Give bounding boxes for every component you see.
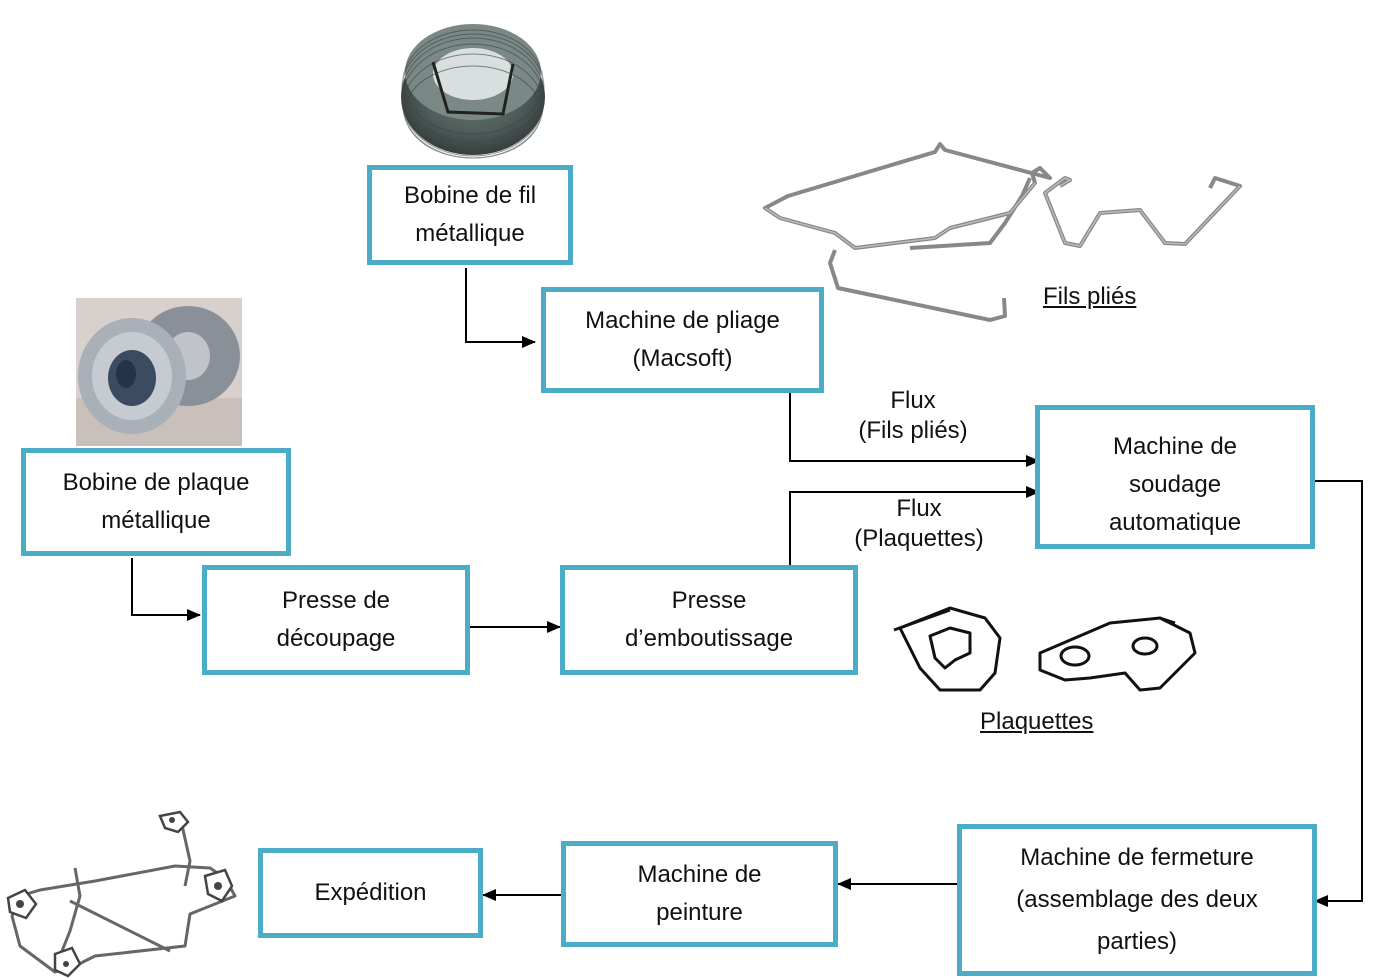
node-pliage: Machine de pliage (Macsoft) bbox=[541, 287, 824, 393]
node-fermeture: Machine de fermeture (assemblage des deux… bbox=[957, 824, 1317, 976]
flow-label-line: (Plaquettes) bbox=[854, 525, 984, 552]
node-text: Machine de bbox=[1112, 433, 1238, 460]
node-text: découpage bbox=[276, 625, 396, 652]
flow-label-line: Flux bbox=[890, 387, 936, 414]
node-text: automatique bbox=[1108, 509, 1242, 536]
node-text: Machine de fermeture bbox=[1020, 844, 1254, 871]
node-text: d’emboutissage bbox=[624, 625, 794, 652]
arrow-pliage-to-soudage bbox=[789, 393, 1040, 467]
node-text: Machine de pliage bbox=[585, 307, 780, 334]
node-peinture: Machine de peinture bbox=[561, 841, 838, 947]
node-bobine-fil: Bobine de fil métallique bbox=[367, 165, 573, 265]
arrow-plaque-to-decoupage bbox=[131, 558, 201, 621]
flow-label-plaquettes: Flux (Plaquettes) bbox=[836, 494, 1002, 554]
node-text: soudage bbox=[1128, 471, 1222, 498]
node-bobine-plaque: Bobine de plaque métallique bbox=[21, 448, 291, 556]
node-text: peinture bbox=[656, 899, 743, 926]
arrow-emboutissage-to-soudage bbox=[789, 486, 1040, 568]
node-text: parties) bbox=[1096, 928, 1177, 955]
wire-coil-photo bbox=[401, 24, 545, 159]
node-text: Bobine de plaque bbox=[62, 469, 250, 496]
caption-plaquettes: Plaquettes bbox=[980, 708, 1094, 735]
node-text: métallique bbox=[101, 507, 211, 534]
node-decoupage: Presse de découpage bbox=[202, 565, 470, 675]
caption-fils-plies: Fils pliés bbox=[1043, 283, 1137, 310]
node-text: Presse bbox=[671, 587, 747, 614]
node-text: Expédition bbox=[314, 879, 427, 906]
steel-strip-coil-photo bbox=[76, 298, 242, 446]
node-text: (Macsoft) bbox=[632, 345, 733, 372]
node-expedition: Expédition bbox=[258, 848, 483, 938]
flow-label-line: (Fils pliés) bbox=[858, 417, 968, 444]
flow-label-line: Flux bbox=[896, 495, 942, 522]
final-assembly-drawing bbox=[6, 810, 237, 978]
node-soudage: Machine de soudage automatique bbox=[1035, 405, 1315, 549]
arrow-fil-to-pliage bbox=[465, 268, 536, 348]
node-text: Machine de bbox=[637, 861, 762, 888]
node-emboutissage: Presse d’emboutissage bbox=[560, 565, 858, 675]
plates-drawing bbox=[893, 606, 1197, 692]
arrow-soudage-to-fermeture bbox=[1312, 480, 1363, 907]
node-text: Presse de bbox=[281, 587, 391, 614]
flow-label-fils: Flux (Fils pliés) bbox=[840, 386, 986, 446]
node-text: Bobine de fil bbox=[403, 182, 537, 209]
bent-wires-drawing bbox=[763, 142, 1242, 322]
node-text: métallique bbox=[415, 220, 525, 247]
node-text: (assemblage des deux bbox=[1016, 886, 1258, 913]
